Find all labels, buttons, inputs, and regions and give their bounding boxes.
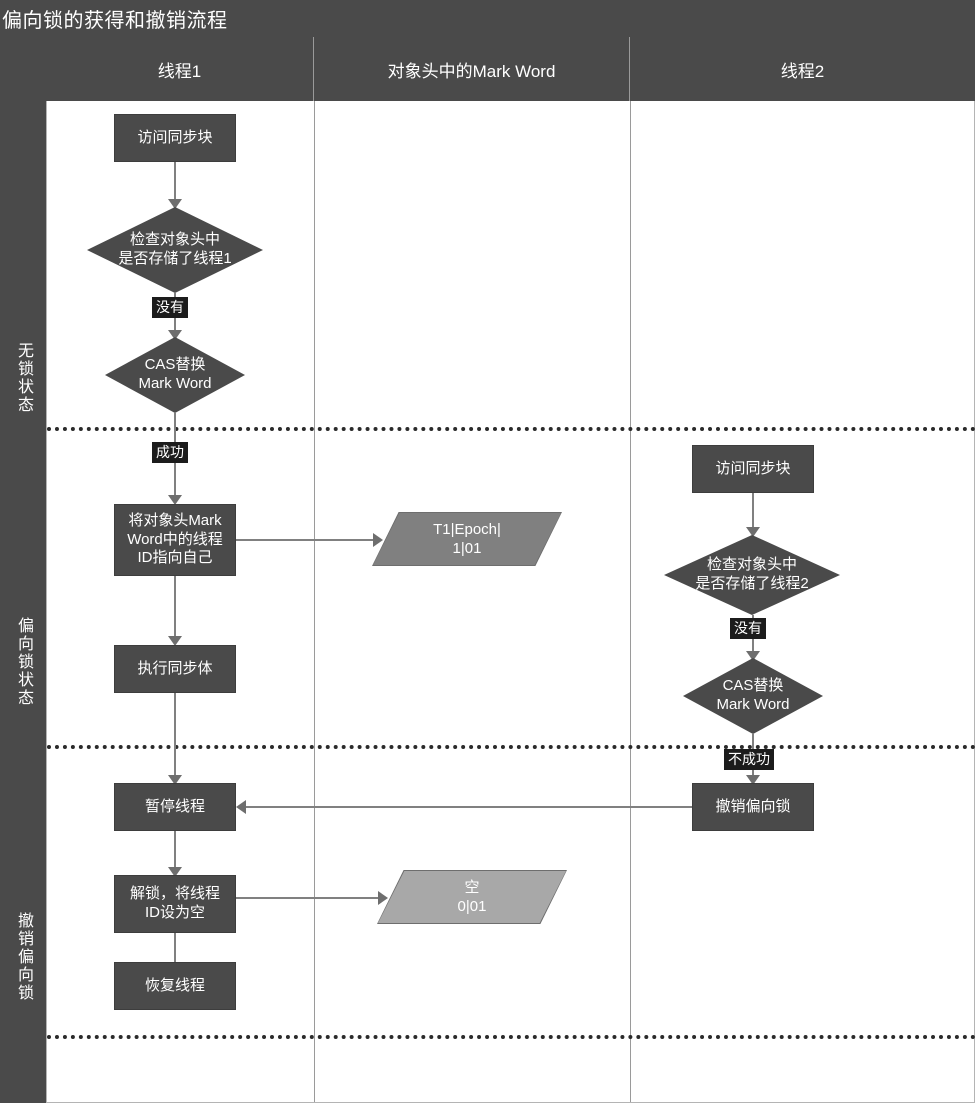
lane-label-unlocked: 无锁状态 — [15, 342, 32, 414]
node-markword-biased-label: T1|Epoch|1|01 — [433, 520, 501, 558]
node-t1-access-sync-block[interactable]: 访问同步块 — [114, 114, 236, 162]
node-t1-point-thread-id-self[interactable]: 将对象头Mark Word中的线程 ID指向自己 — [114, 504, 236, 576]
lane-separator-3 — [47, 1035, 975, 1039]
connector-t1-exec-to-pause — [174, 693, 176, 781]
arrowhead-t1-pointself-to-exec — [168, 636, 182, 646]
node-markword-biased[interactable]: T1|Epoch|1|01 — [372, 512, 562, 566]
node-t2-revoke-biased-lock[interactable]: 撤销偏向锁 — [692, 783, 814, 831]
node-t1-check-object-header-label: 检查对象头中是否存储了线程1 — [118, 231, 232, 267]
node-t1-resume-thread[interactable]: 恢复线程 — [114, 962, 236, 1010]
lane-label-biased: 偏向锁状态 — [15, 617, 32, 707]
column-divider-1 — [314, 101, 315, 1103]
edge-label-t2-fail: 不成功 — [724, 749, 774, 770]
connector-t1-to-markword-biased — [236, 539, 376, 541]
edge-label-t2-no: 没有 — [730, 618, 766, 639]
column-header-markword-label: 对象头中的Mark Word — [387, 61, 556, 81]
arrowhead-t1-check-to-cas — [168, 330, 182, 340]
column-header-thread1: 线程1 — [46, 37, 314, 101]
edge-label-t1-no: 没有 — [152, 297, 188, 318]
edge-label-t1-success: 成功 — [152, 442, 188, 463]
connector-t1-unlock-to-resume — [174, 933, 176, 971]
parallelogram-shape — [373, 513, 561, 565]
arrowhead-t1-to-markword-biased — [373, 533, 383, 547]
parallelogram-shape — [378, 871, 566, 923]
connector-t2-revoke-to-t1-pause — [246, 806, 692, 808]
arrowhead-t1-pause-to-unlock — [168, 867, 182, 877]
lane-separator-1 — [47, 427, 975, 431]
page-title: 偏向锁的获得和撤销流程 — [2, 10, 228, 32]
arrowhead-t1-access-to-check — [168, 199, 182, 209]
arrowhead-t1-exec-to-pause — [168, 775, 182, 785]
column-header-thread2-label: 线程2 — [780, 61, 825, 81]
node-t1-check-object-header[interactable]: 检查对象头中是否存储了线程1 — [87, 207, 263, 293]
connector-t2-access-to-check — [752, 493, 754, 533]
arrowhead-t2-check-to-cas — [746, 651, 760, 661]
node-t2-check-object-header[interactable]: 检查对象头中是否存储了线程2 — [664, 535, 840, 615]
column-header-thread2: 线程2 — [630, 37, 975, 101]
node-t1-pause-thread[interactable]: 暂停线程 — [114, 783, 236, 831]
column-divider-2 — [630, 101, 631, 1103]
connector-t1-pause-to-unlock — [174, 831, 176, 873]
arrowhead-t1-cas-to-pointself — [168, 495, 182, 505]
connector-t1-access-to-check — [174, 162, 176, 205]
column-header-thread1-label: 线程1 — [157, 61, 202, 81]
arrowhead-t2-revoke-to-t1-pause — [236, 800, 246, 814]
arrowhead-t2-access-to-check — [746, 527, 760, 537]
lane-strip: 无锁状态 偏向锁状态 撤销偏向锁 — [0, 37, 46, 1103]
node-t1-unlock-clear-thread-id-label: 解锁，将线程 ID设为空 — [129, 885, 220, 921]
node-t1-unlock-clear-thread-id[interactable]: 解锁，将线程 ID设为空 — [114, 875, 236, 933]
diagram-title-bar: 偏向锁的获得和撤销流程 — [0, 0, 975, 37]
lane-label-revoke: 撤销偏向锁 — [15, 912, 32, 1002]
node-t1-execute-sync-body[interactable]: 执行同步体 — [114, 645, 236, 693]
arrowhead-t2-cas-to-revoke — [746, 775, 760, 785]
lane-separator-2 — [47, 745, 975, 749]
connector-t1-to-markword-empty — [236, 897, 381, 899]
arrowhead-t1-to-markword-empty — [378, 891, 388, 905]
node-t2-access-sync-block[interactable]: 访问同步块 — [692, 445, 814, 493]
node-t1-point-thread-id-self-label: 将对象头Mark Word中的线程 ID指向自己 — [127, 511, 223, 567]
node-t2-check-object-header-label: 检查对象头中是否存储了线程2 — [695, 556, 809, 592]
connector-t1-pointself-to-exec — [174, 576, 176, 642]
column-header-markword: 对象头中的Mark Word — [314, 37, 630, 101]
